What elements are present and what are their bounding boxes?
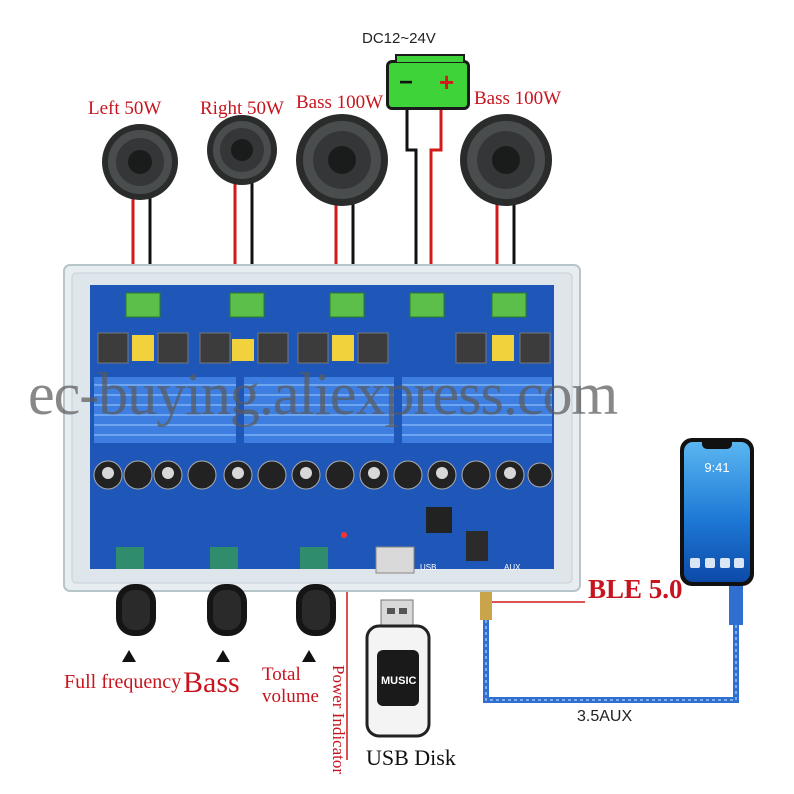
usb-disk-label: USB Disk — [366, 745, 456, 770]
phone-time: 9:41 — [704, 460, 730, 475]
speaker-bass2-icon — [460, 114, 552, 206]
speaker-bass1-label: Bass 100W — [296, 92, 384, 113]
knob-volume-label-1: Total — [262, 664, 301, 685]
amplifier-board — [63, 264, 581, 592]
speaker-wires — [131, 180, 516, 300]
knob-volume-label-2: volume — [262, 686, 319, 707]
aux-cable — [483, 620, 739, 703]
knob-volume-icon — [296, 584, 336, 636]
watermark: ec-buying.aliexpress.com — [28, 361, 618, 427]
speaker-right-icon — [207, 115, 277, 185]
knob-full-frequency-icon — [116, 584, 156, 636]
knob-bass-icon — [207, 584, 247, 636]
battery-minus-label: − — [399, 69, 414, 96]
power-wires — [405, 103, 443, 300]
speaker-right-label: Right 50W — [200, 98, 284, 119]
aux-cable-label: 3.5AUX — [577, 708, 633, 725]
knob-full-label: Full frequency — [64, 671, 182, 693]
power-label: DC12~24V — [362, 30, 436, 47]
triangle-marker-icon — [216, 650, 230, 662]
knob-bass-label: Bass — [183, 666, 240, 699]
usb-disk-icon — [365, 599, 431, 738]
battery-plus-label: + — [439, 67, 455, 97]
board-usb-label: USB — [420, 563, 437, 572]
speaker-bass2-label: Bass 100W — [474, 88, 562, 109]
board-aux-label: AUX — [504, 563, 521, 572]
battery-icon: − + — [386, 54, 470, 110]
triangle-marker-icon — [302, 650, 316, 662]
usb-stick-label: MUSIC — [381, 675, 417, 687]
phone-icon: 9:41 — [680, 438, 754, 586]
power-indicator-label: Power Indicator — [329, 665, 348, 775]
triangle-marker-icon — [122, 650, 136, 662]
ble-label: BLE 5.0 — [588, 574, 683, 604]
speaker-left-icon — [102, 124, 178, 200]
speaker-bass1-icon — [296, 114, 388, 206]
speaker-left-label: Left 50W — [88, 98, 162, 119]
